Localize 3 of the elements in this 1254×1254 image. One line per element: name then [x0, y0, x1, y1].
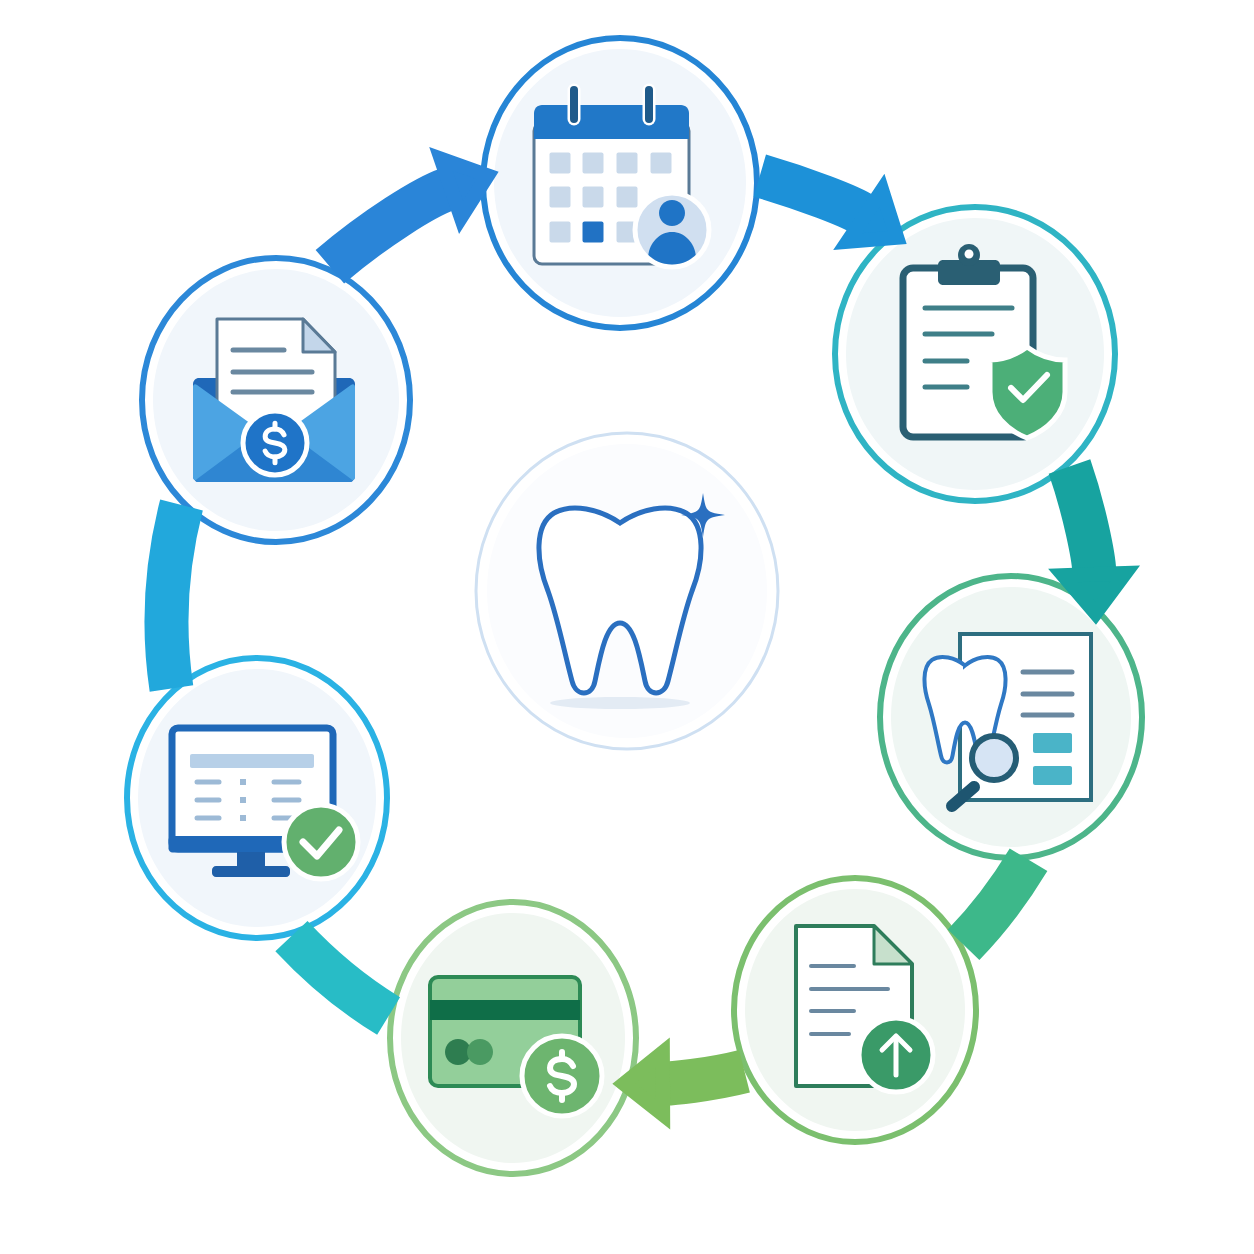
curved-connector [144, 499, 203, 692]
curved-connector [947, 848, 1048, 960]
curved-connector [275, 920, 401, 1035]
